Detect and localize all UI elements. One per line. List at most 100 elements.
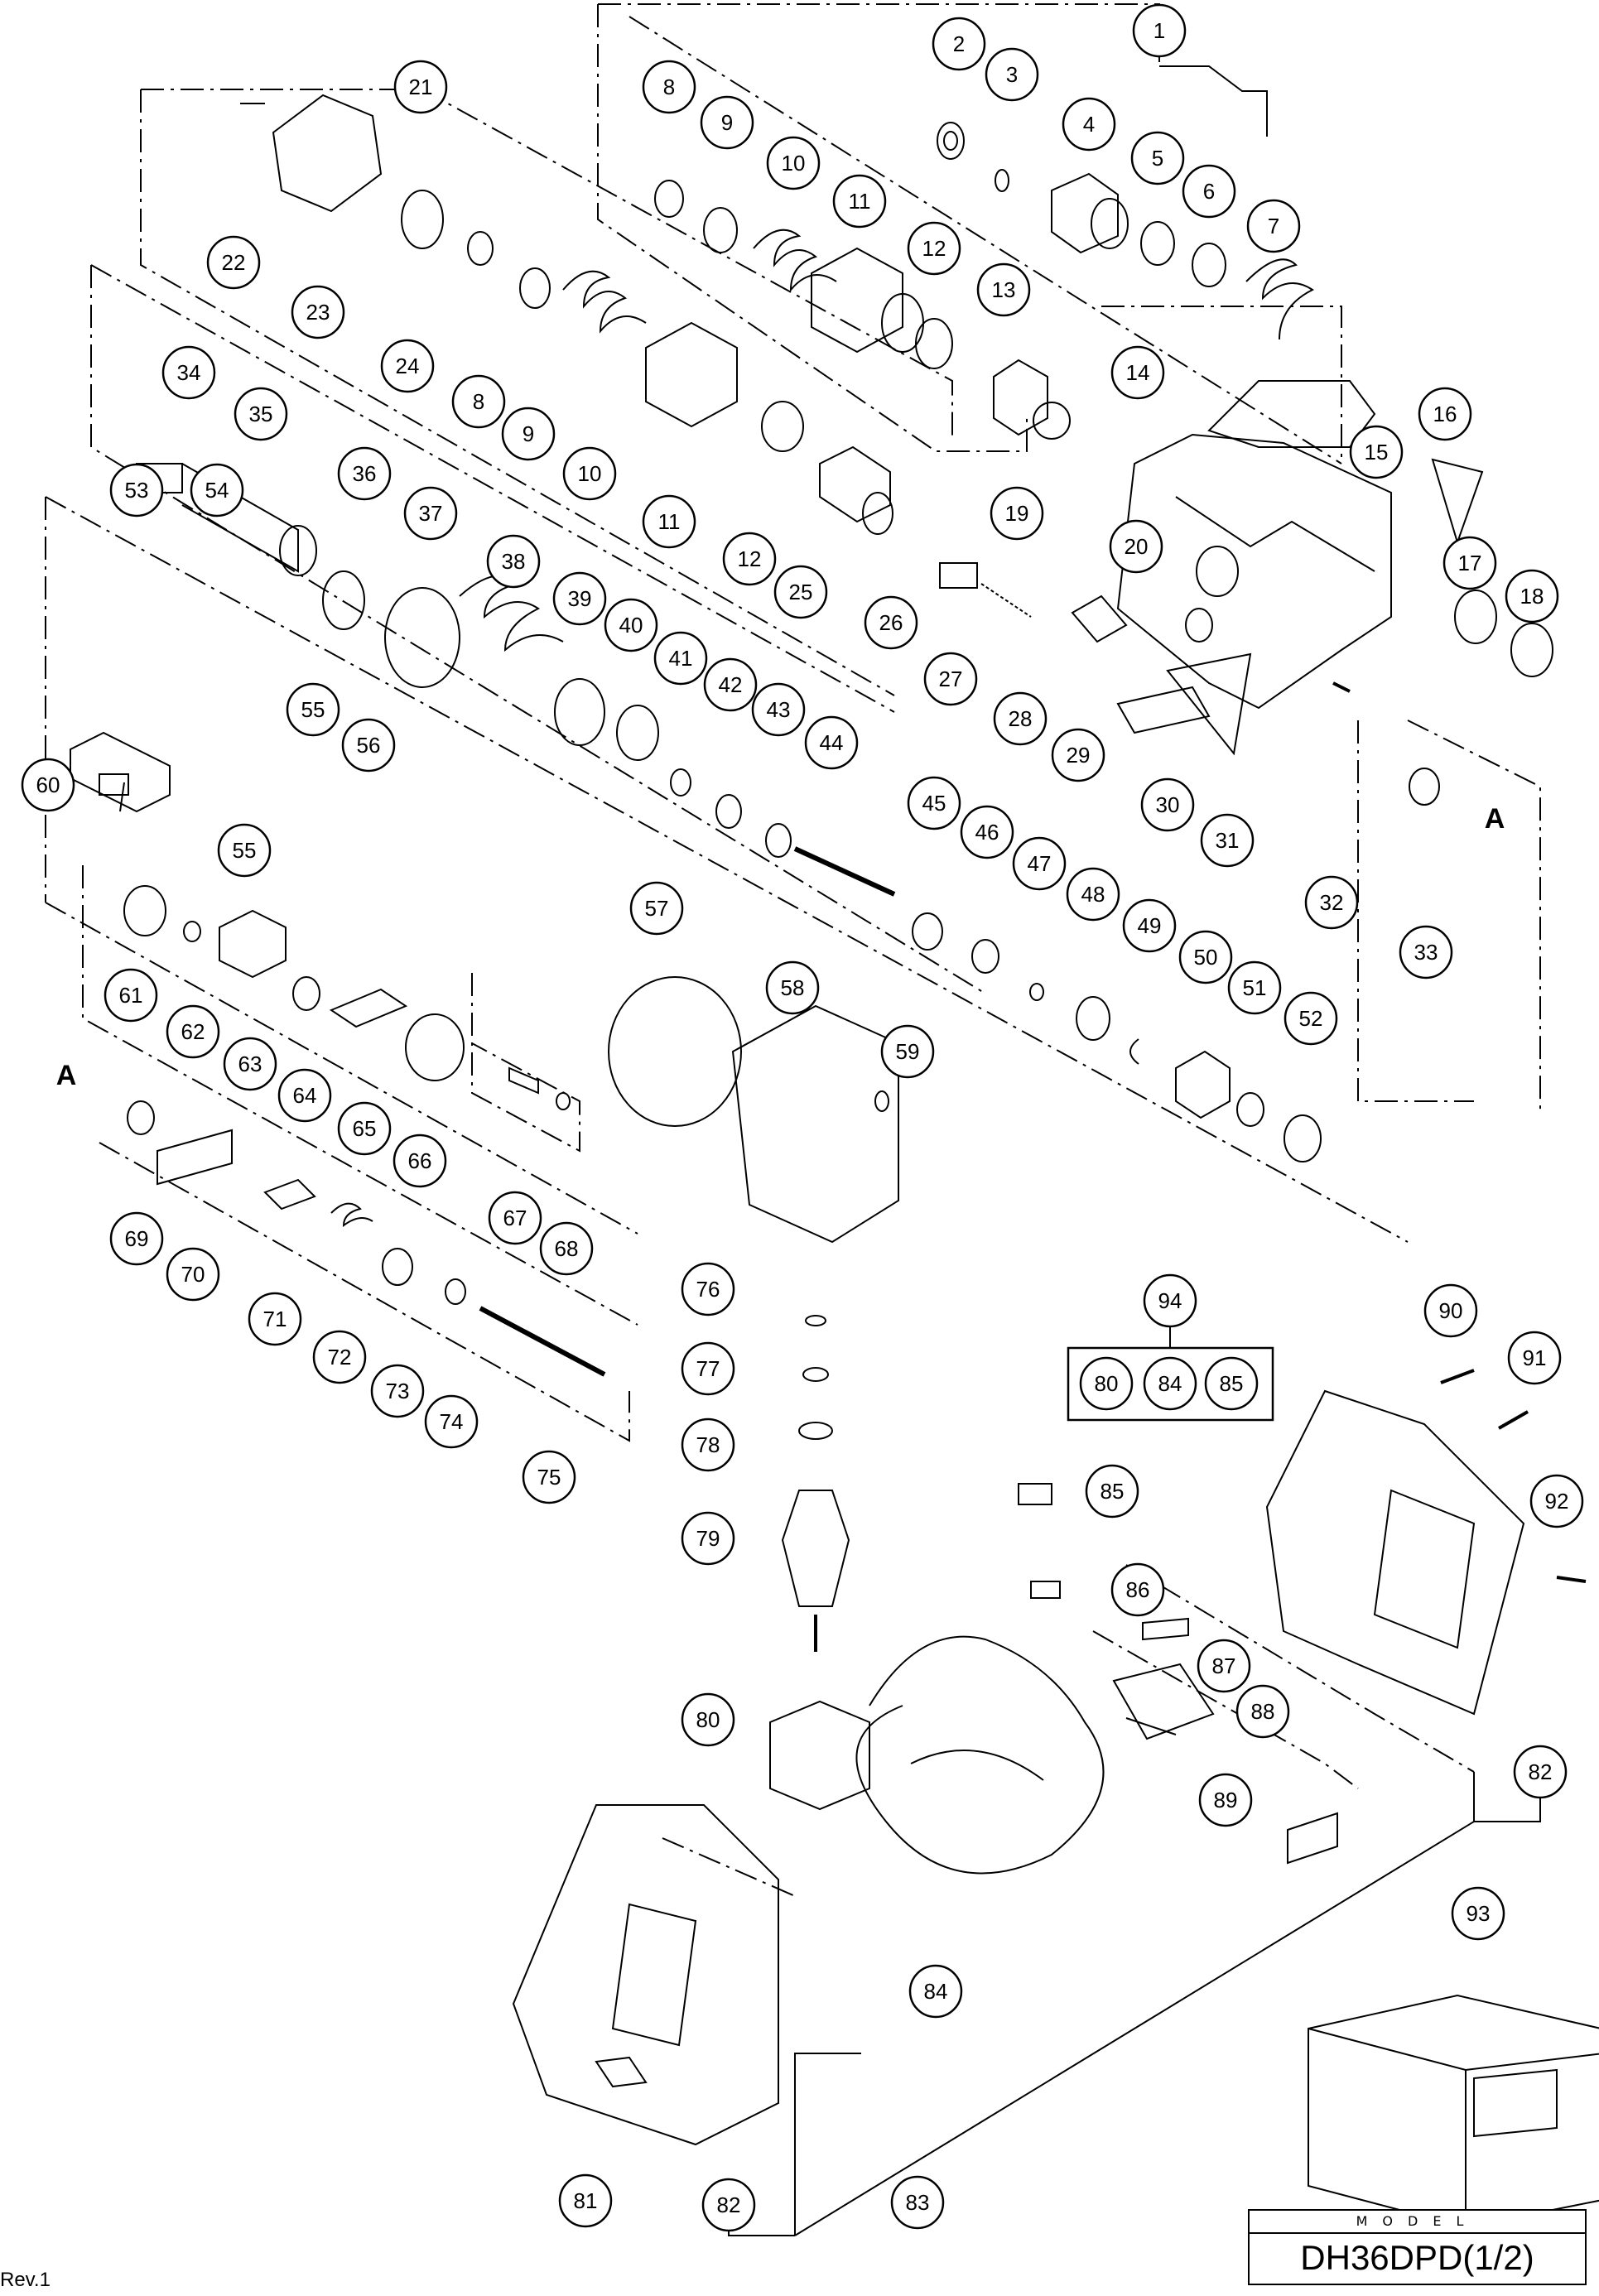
callout-circle-9-2	[501, 407, 556, 461]
callout-label-8: 8	[663, 75, 675, 99]
callout-label-61: 61	[119, 983, 143, 1008]
callout-label-67: 67	[503, 1206, 527, 1230]
callout-circle-22	[206, 235, 261, 290]
callout-label-56: 56	[357, 733, 381, 758]
callout-circle-12	[907, 221, 961, 276]
callout-circle-11	[832, 174, 887, 229]
callout-label-78: 78	[696, 1432, 720, 1457]
callout-circle-89	[1198, 1773, 1253, 1827]
callout-label-84-2: 84	[1158, 1371, 1182, 1396]
callout-label-90: 90	[1439, 1298, 1463, 1323]
callout-label-22: 22	[222, 250, 246, 275]
callout-circle-45	[907, 776, 961, 830]
callout-label-30: 30	[1156, 792, 1180, 817]
callout-circle-26	[864, 595, 918, 650]
callout-label-13: 13	[992, 277, 1016, 302]
callout-circle-19	[990, 486, 1044, 541]
callout-label-82-2: 82	[1529, 1759, 1553, 1784]
callout-label-49: 49	[1138, 913, 1162, 938]
callout-circle-58	[765, 960, 820, 1015]
callout-circle-39	[552, 571, 607, 626]
model-label: MODEL	[1250, 2211, 1585, 2234]
callout-circle-33	[1399, 925, 1453, 980]
callout-circle-46	[960, 805, 1014, 859]
callout-circle-71	[248, 1292, 302, 1346]
callout-label-26: 26	[879, 610, 903, 635]
callout-circle-12-2	[722, 532, 777, 586]
callout-circle-14	[1110, 345, 1165, 400]
callout-label-6: 6	[1203, 179, 1215, 204]
callout-label-58: 58	[781, 975, 805, 1000]
revision-label: Rev.1	[0, 2269, 51, 2291]
callout-circle-84	[908, 1964, 963, 2019]
callout-circle-85	[1085, 1464, 1139, 1519]
callout-label-48: 48	[1081, 882, 1105, 907]
callout-circle-55-2	[217, 823, 272, 878]
model-name: DH36DPD(1/2)	[1300, 2238, 1534, 2277]
callout-label-80: 80	[696, 1707, 720, 1732]
callout-circle-92	[1529, 1474, 1584, 1528]
callout-label-44: 44	[820, 730, 844, 755]
callout-circle-16	[1418, 387, 1472, 441]
callout-label-70: 70	[181, 1262, 205, 1287]
callout-circle-82	[701, 2178, 756, 2232]
callout-circle-76	[681, 1262, 735, 1316]
callout-label-9-2: 9	[523, 421, 534, 446]
callout-label-33: 33	[1414, 940, 1438, 965]
callout-label-42: 42	[719, 672, 743, 697]
callout-label-10: 10	[782, 151, 806, 176]
callout-circle-90	[1423, 1283, 1478, 1338]
callout-label-73: 73	[386, 1379, 410, 1403]
callout-circle-82-2	[1513, 1745, 1568, 1799]
callout-label-84: 84	[924, 1979, 948, 2004]
callout-label-32: 32	[1320, 890, 1344, 915]
callout-label-38: 38	[502, 549, 526, 574]
callout-circle-65	[337, 1101, 392, 1156]
callout-label-3: 3	[1006, 62, 1018, 87]
callout-circle-10	[766, 136, 821, 190]
callout-label-8-2: 8	[473, 389, 484, 414]
callout-label-34: 34	[177, 360, 201, 385]
callout-circle-50	[1178, 930, 1233, 984]
callout-circle-57	[629, 881, 684, 936]
group-outlines	[45, 3, 1541, 2236]
callout-circle-5	[1130, 131, 1185, 185]
callout-label-39: 39	[568, 586, 592, 611]
callout-label-7: 7	[1268, 214, 1279, 238]
callout-label-4: 4	[1083, 112, 1095, 137]
callout-circle-85-2	[1204, 1356, 1259, 1411]
callout-circle-10-2	[562, 446, 617, 501]
callout-circle-38	[486, 534, 541, 589]
callout-circle-47	[1012, 836, 1067, 891]
callout-label-11-2: 11	[658, 509, 681, 534]
callout-circle-79	[681, 1511, 735, 1566]
callout-label-40: 40	[619, 613, 643, 638]
callout-label-2: 2	[953, 31, 965, 56]
callout-circle-6	[1182, 164, 1236, 219]
callout-label-19: 19	[1005, 501, 1029, 526]
callout-label-36: 36	[353, 461, 377, 486]
callout-label-66: 66	[408, 1148, 432, 1173]
callout-circle-2	[932, 17, 986, 71]
callout-label-79: 79	[696, 1526, 720, 1551]
callout-circle-64	[277, 1068, 332, 1123]
callout-label-62: 62	[181, 1019, 205, 1044]
callout-label-85-2: 85	[1220, 1371, 1244, 1396]
callout-label-23: 23	[306, 300, 330, 325]
callout-label-82: 82	[717, 2193, 741, 2217]
callout-circle-75	[522, 1450, 576, 1504]
callout-circle-51	[1227, 960, 1282, 1015]
callout-label-77: 77	[696, 1356, 720, 1381]
callout-circle-34	[161, 345, 216, 400]
callout-label-69: 69	[125, 1226, 149, 1251]
callout-circle-24	[380, 339, 435, 393]
callout-label-59: 59	[896, 1039, 920, 1064]
callout-circle-36	[337, 446, 392, 501]
part-callouts: 1234567889910101111121213141516171819202…	[21, 3, 1584, 2232]
callout-circle-23	[291, 285, 345, 339]
callout-circle-84-2	[1143, 1356, 1197, 1411]
callout-circle-9	[700, 95, 754, 150]
callout-label-75: 75	[537, 1465, 561, 1490]
callout-label-11: 11	[849, 189, 871, 214]
